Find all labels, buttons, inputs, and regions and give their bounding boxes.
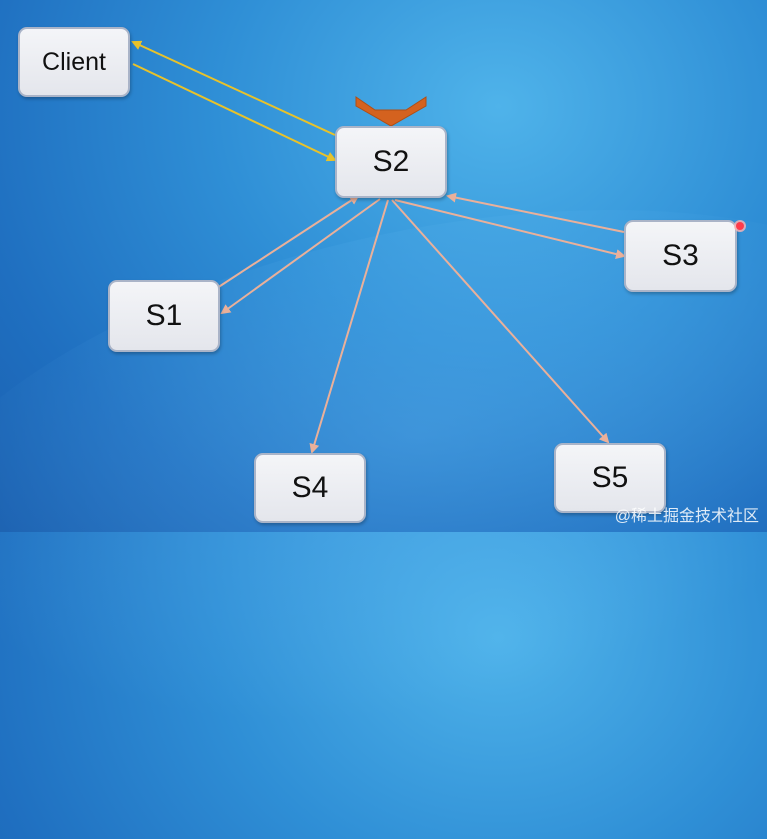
edge-s2-to-s3 bbox=[394, 199, 626, 259]
edge-client-to-s2 bbox=[132, 63, 337, 162]
node-label: S3 bbox=[662, 239, 699, 272]
laser-pointer-dot bbox=[736, 222, 744, 230]
edge-s2-to-s5 bbox=[391, 199, 610, 444]
edge-s1-to-s2 bbox=[213, 194, 360, 291]
node-s3: S3 bbox=[624, 220, 737, 292]
node-label: S5 bbox=[591, 461, 629, 494]
edge-s2-to-s1 bbox=[220, 198, 381, 315]
edge-s2-to-client bbox=[131, 40, 336, 136]
edge-s2-to-s4 bbox=[309, 199, 389, 454]
node-s1: S1 bbox=[108, 280, 220, 352]
node-s5: S5 bbox=[554, 443, 666, 513]
node-label: S4 bbox=[291, 471, 329, 504]
node-label: S1 bbox=[145, 299, 183, 332]
node-s4: S4 bbox=[254, 453, 366, 523]
edge-s3-to-s2 bbox=[446, 192, 625, 233]
node-label: S2 bbox=[372, 145, 410, 178]
node-label: Client bbox=[42, 47, 106, 76]
node-client: Client bbox=[18, 27, 130, 97]
watermark: @稀土掘金技术社区 bbox=[614, 508, 759, 525]
node-s2: S2 bbox=[335, 126, 447, 198]
chevron-down-icon bbox=[355, 96, 427, 127]
edges-layer bbox=[131, 40, 626, 454]
